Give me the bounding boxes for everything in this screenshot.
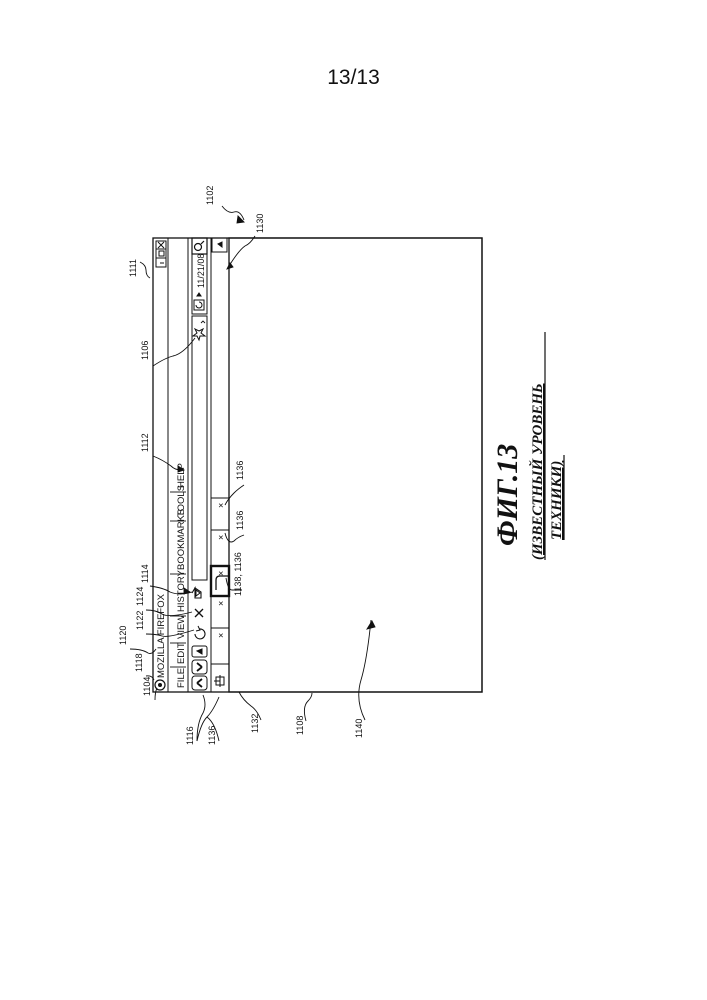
ref-1116: 1116 xyxy=(185,726,195,745)
figure-subtitle-line2: ТЕХНИКИ) xyxy=(549,461,565,540)
ref-1136-right: 1136 xyxy=(235,461,245,480)
close-icon[interactable] xyxy=(158,242,164,248)
ref-1118: 1118 xyxy=(134,653,144,672)
search-text[interactable]: 11/21/08 xyxy=(196,254,206,288)
ref-1111: 1111 xyxy=(128,259,138,277)
figure-subtitle-line1: (ИЗВЕСТНЫЙ УРОВЕНЬ xyxy=(528,383,546,560)
search-magnifier-icon[interactable] xyxy=(192,238,207,254)
new-tab-icon[interactable] xyxy=(214,675,224,687)
ref-1140: 1140 xyxy=(354,719,364,738)
menu-file[interactable]: FILE xyxy=(176,668,187,688)
tab-5-close-icon[interactable]: × xyxy=(216,503,226,508)
ref-1114: 1114 xyxy=(140,564,150,583)
ref-1120: 1120 xyxy=(118,626,128,645)
menu-view[interactable]: VIEW xyxy=(176,615,187,639)
toolbar-dropdown-icon[interactable] xyxy=(212,238,227,252)
ref-1138-1136: 1138, 1136 xyxy=(233,552,243,596)
stop-icon[interactable] xyxy=(195,609,203,617)
menu-tools[interactable]: TOOLS xyxy=(176,485,187,517)
content-area xyxy=(229,238,482,692)
ref-1106: 1106 xyxy=(140,341,150,360)
ref-1124: 1124 xyxy=(135,587,145,606)
ref-1112: 1112 xyxy=(140,433,150,452)
tab-2-close-icon[interactable]: × xyxy=(216,601,226,606)
back-button[interactable] xyxy=(192,676,207,690)
tab-active-close-icon[interactable]: × xyxy=(216,571,226,576)
ref-1122: 1122 xyxy=(135,611,145,630)
forward-button[interactable] xyxy=(192,660,207,674)
ref-1130: 1130 xyxy=(255,214,265,233)
tab-4-close-icon[interactable]: × xyxy=(216,535,226,540)
google-g-icon[interactable] xyxy=(194,300,204,310)
ref-1136-mid: 1136 xyxy=(235,511,245,530)
figure-title: ФИГ.13 xyxy=(491,444,524,546)
reload-icon[interactable] xyxy=(195,626,205,639)
tab-1-close-icon[interactable]: × xyxy=(216,633,226,638)
bookmark-star-icon[interactable] xyxy=(193,321,205,340)
dropdown-button[interactable] xyxy=(192,646,207,657)
maximize-icon[interactable] xyxy=(159,251,164,256)
window-controls xyxy=(156,241,166,267)
tab-bar: × × × × × xyxy=(211,498,229,692)
ref-1102: 1102 xyxy=(205,186,215,205)
menu-bar: FILE EDIT VIEW HISTORY BOOKMARKS TOOLS H… xyxy=(176,463,187,688)
address-bar[interactable] xyxy=(192,316,207,580)
menu-edit[interactable]: EDIT xyxy=(176,642,187,664)
ref-1132: 1132 xyxy=(250,714,260,733)
browser-window: MOZILLA FIREFOX FILE EDIT VIEW HISTORY B… xyxy=(153,238,482,692)
ref-1108: 1108 xyxy=(295,716,305,735)
home-icon[interactable] xyxy=(192,588,201,598)
ref-1104: 1104 xyxy=(142,677,152,696)
